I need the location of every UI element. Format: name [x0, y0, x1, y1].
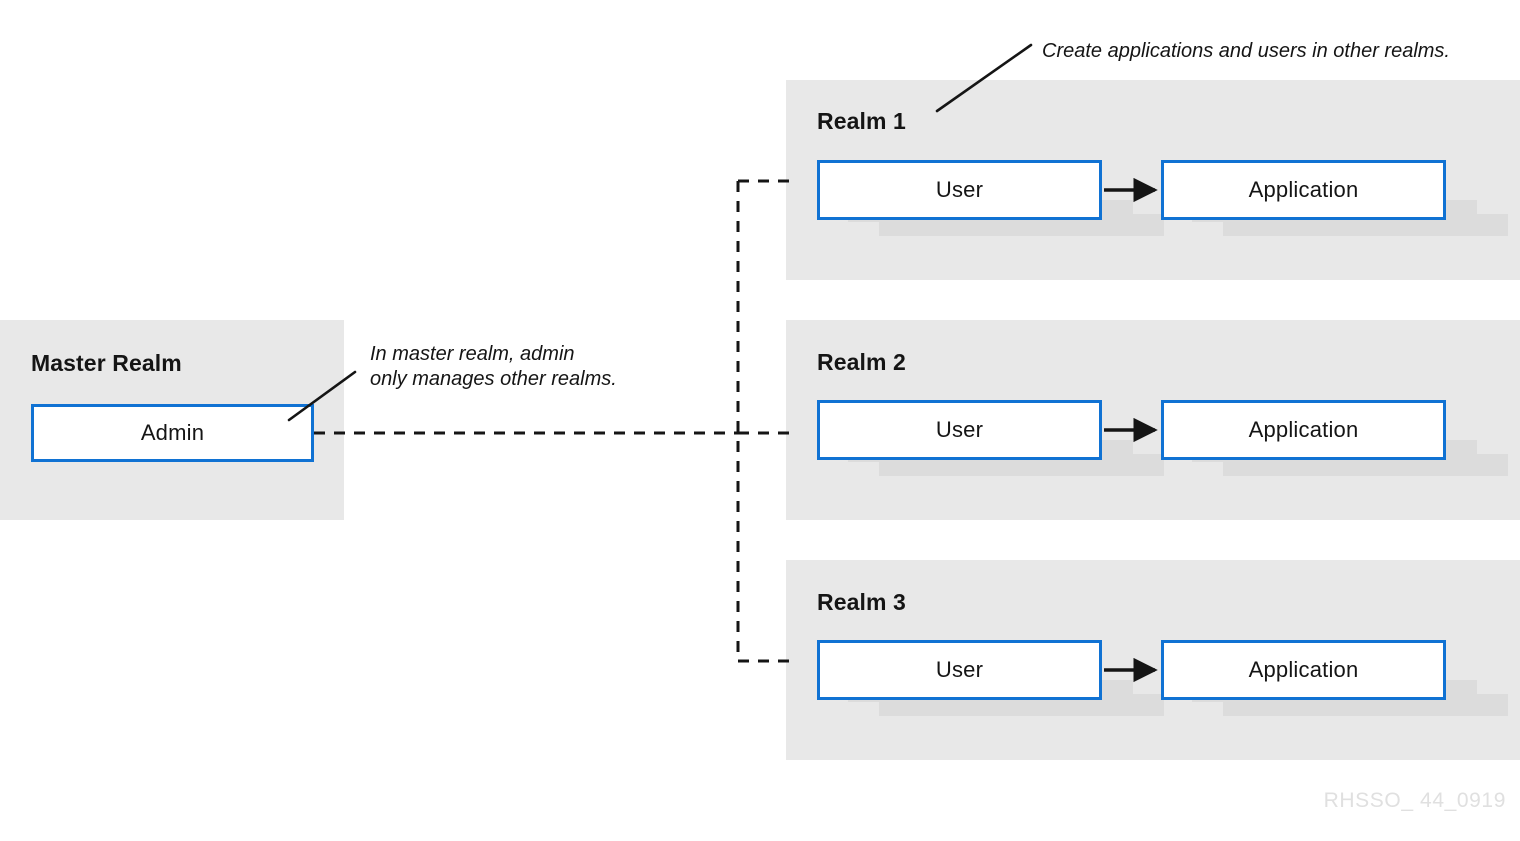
user-node-label: User — [935, 657, 984, 682]
application-node[interactable]: Application — [1161, 640, 1446, 700]
application-node-label: Application — [1248, 417, 1359, 442]
user-node[interactable]: User — [817, 160, 1102, 220]
application-node[interactable]: Application — [1161, 400, 1446, 460]
user-card-2[interactable]: User — [817, 400, 1164, 480]
realms-annotation: Create applications and users in other r… — [1042, 40, 1450, 62]
user-node[interactable]: User — [817, 640, 1102, 700]
master-annotation: In master realm, admin only manages othe… — [370, 343, 617, 390]
user-node[interactable]: User — [817, 400, 1102, 460]
application-card-3[interactable]: Application — [1161, 640, 1508, 720]
user-node-label: User — [935, 177, 984, 202]
realm-title-3: Realm 3 — [817, 589, 906, 615]
user-card-3[interactable]: User — [817, 640, 1164, 720]
admin-to-realms-connector — [314, 179, 790, 663]
application-node-label: Application — [1248, 177, 1359, 202]
master-realm-title: Master Realm — [31, 350, 182, 376]
figure-id-label: RHSSO_ 44_0919 — [1323, 789, 1506, 812]
admin-node-label: Admin — [140, 420, 205, 445]
user-node-label: User — [935, 417, 984, 442]
application-node-label: Application — [1248, 657, 1359, 682]
admin-node[interactable]: Admin — [31, 404, 314, 462]
application-card-2[interactable]: Application — [1161, 400, 1508, 480]
application-card-1[interactable]: Application — [1161, 160, 1508, 240]
realm-title-2: Realm 2 — [817, 349, 906, 375]
realm-title-1: Realm 1 — [817, 108, 906, 134]
application-node[interactable]: Application — [1161, 160, 1446, 220]
user-card-1[interactable]: User — [817, 160, 1164, 240]
